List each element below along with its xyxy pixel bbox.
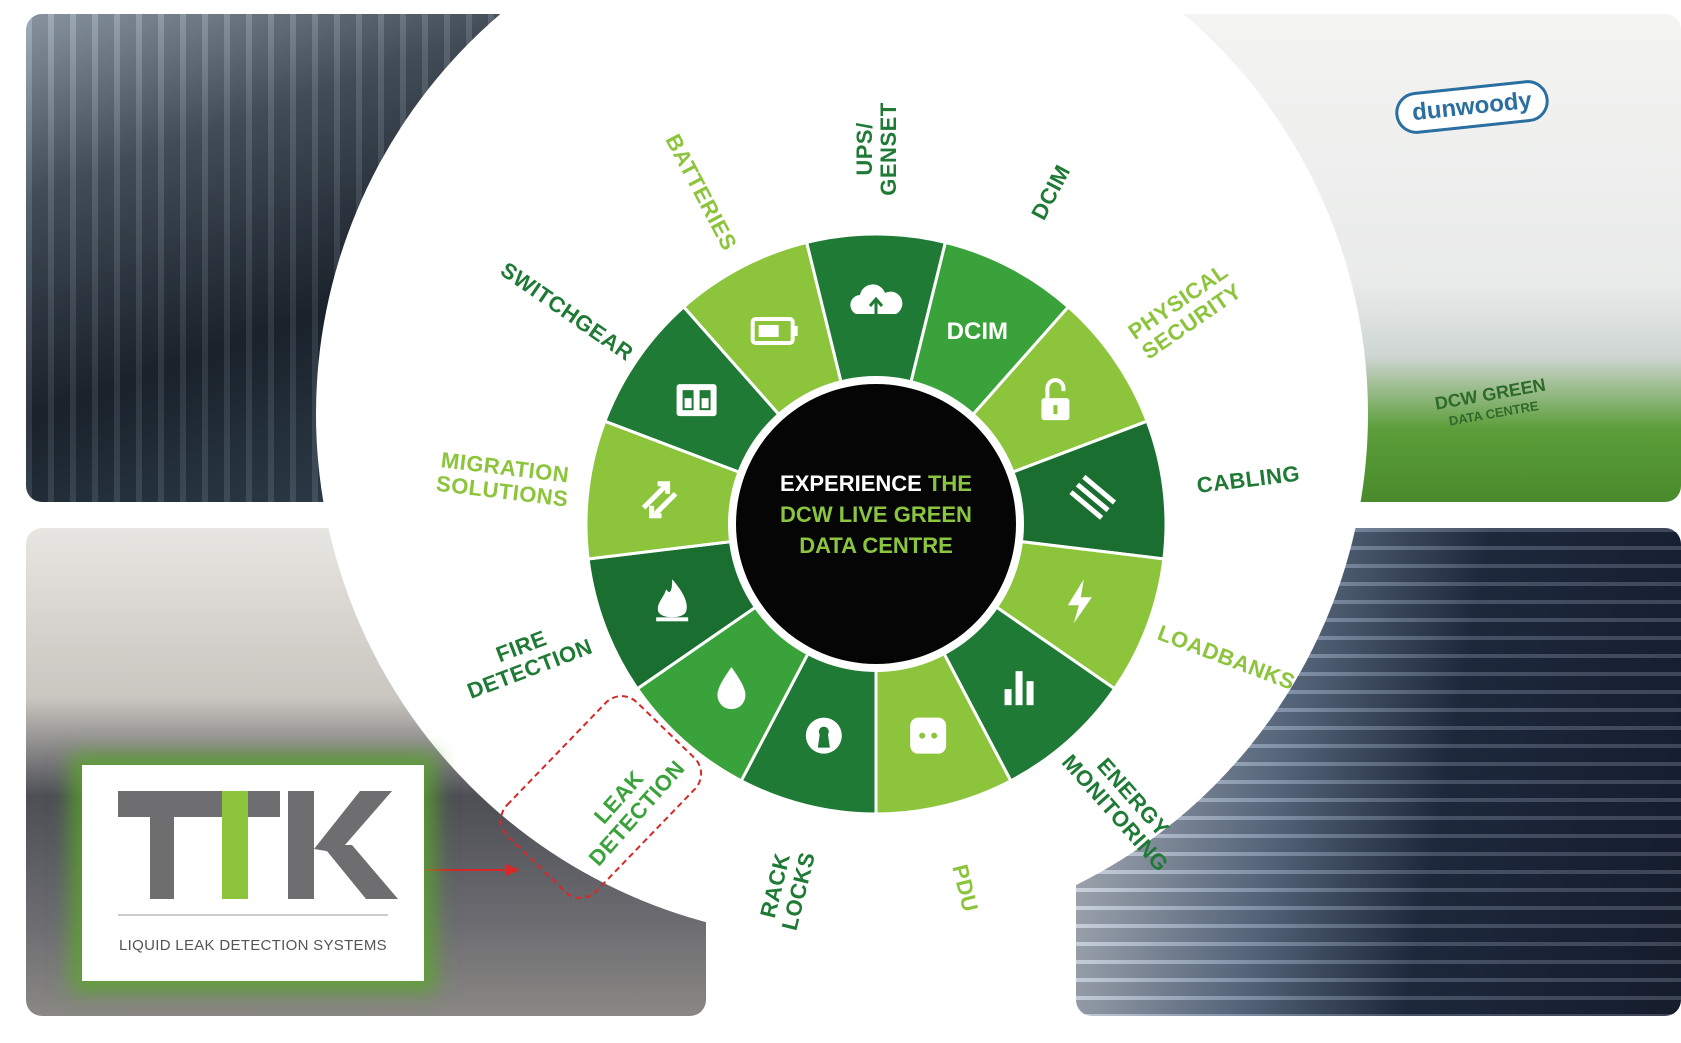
label-batteries-line1: BATTERIES	[661, 130, 742, 255]
label-dcim: DCIM	[1026, 161, 1075, 224]
label-ups-genset-line2: GENSET	[876, 102, 901, 196]
ttk-logo-card: LIQUID LEAK DETECTION SYSTEMS	[82, 765, 424, 981]
switch-icon	[676, 384, 717, 417]
power-socket-icon	[910, 717, 947, 754]
center-title-line2: DCW LIVE GREEN	[780, 502, 972, 527]
center-title-word1: EXPERIENCE	[780, 471, 922, 496]
label-switchgear: SWITCHGEAR	[496, 257, 638, 366]
keyhole-icon	[805, 717, 842, 754]
water-drop-icon	[717, 667, 746, 710]
label-pdu: PDU	[947, 862, 983, 915]
label-ups-genset: UPS/GENSET	[852, 102, 901, 196]
label-pdu-line1: PDU	[947, 862, 983, 915]
center-title: EXPERIENCE THE DCW LIVE GREEN DATA CENTR…	[731, 468, 1021, 561]
label-switchgear-line1: SWITCHGEAR	[496, 257, 638, 366]
label-dcim-line1: DCIM	[1026, 161, 1075, 224]
label-cabling: CABLING	[1195, 461, 1301, 498]
label-batteries: BATTERIES	[661, 130, 742, 255]
wheel-segments	[584, 232, 1168, 816]
label-loadbanks: LOADBANKS	[1154, 620, 1299, 695]
label-loadbanks-line1: LOADBANKS	[1154, 620, 1299, 695]
cable-lines-icon	[1069, 474, 1117, 520]
svg-text:DCIM: DCIM	[947, 318, 1008, 345]
ttk-logo	[118, 791, 398, 916]
center-title-line3: DATA CENTRE	[799, 533, 953, 558]
leak-detection-highlight-box	[499, 695, 703, 899]
ttk-tagline: LIQUID LEAK DETECTION SYSTEMS	[119, 937, 387, 954]
flame-icon	[656, 579, 689, 622]
wheel-icons: DCIM	[641, 284, 1117, 754]
lightning-icon	[1067, 579, 1092, 624]
battery-icon	[750, 316, 798, 345]
dcim-text-icon: DCIM	[947, 318, 1008, 345]
migration-arrows-icon	[641, 481, 678, 519]
center-title-word2: THE	[927, 471, 972, 496]
highlight-arrowhead	[506, 864, 520, 876]
cloud-upload-icon	[850, 284, 903, 316]
label-cabling-line1: CABLING	[1195, 461, 1301, 498]
label-ups-genset-line1: UPS/	[852, 122, 877, 175]
center-disc	[736, 384, 1016, 664]
padlock-icon	[1041, 378, 1070, 421]
bar-chart-icon	[1004, 671, 1034, 706]
